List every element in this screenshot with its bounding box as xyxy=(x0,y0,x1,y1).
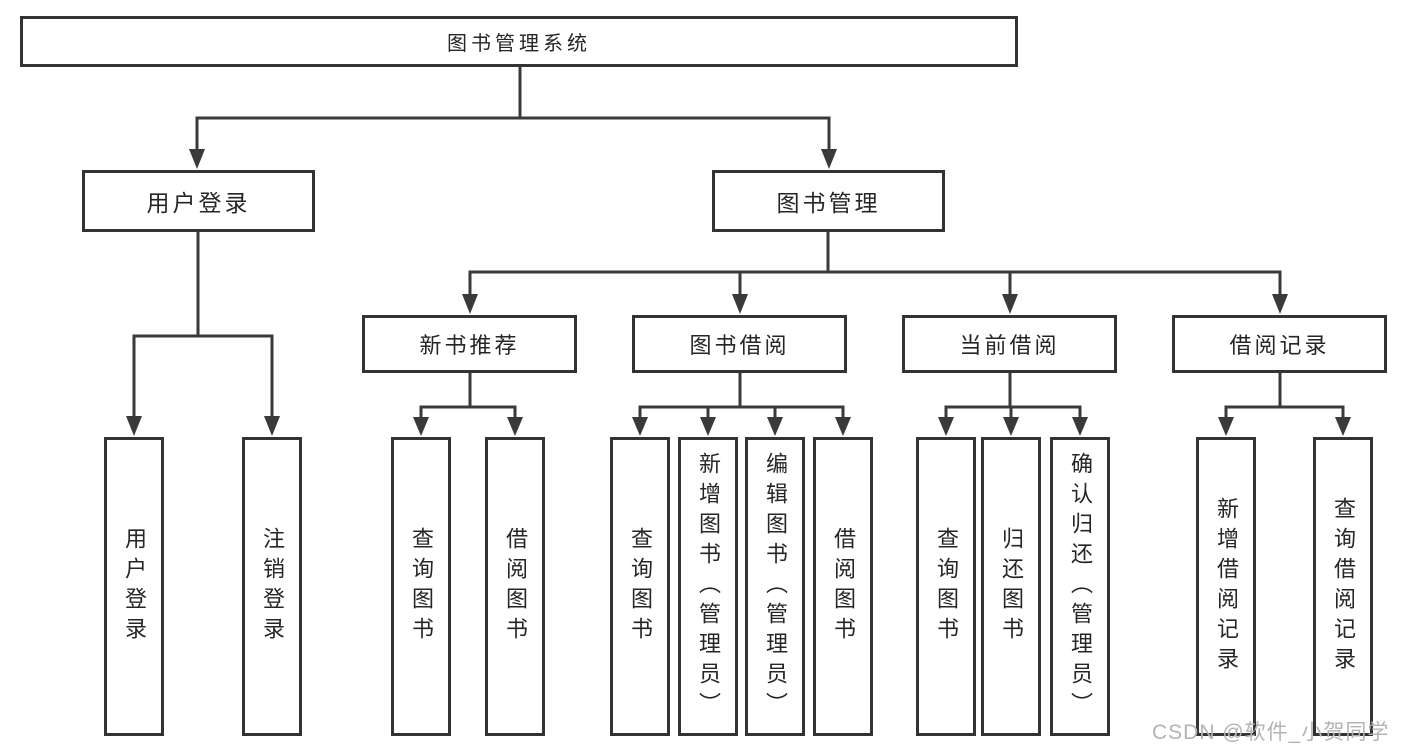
node-label: 图书管理 xyxy=(776,190,881,216)
leaf-user-login: 用户登录 xyxy=(104,437,164,736)
csdn-watermark: CSDN @软件_小贺同学 xyxy=(1152,721,1390,744)
leaf-bb-edit-book-admin: 编辑图书（管理员） xyxy=(745,437,805,736)
node-label: 图书借阅 xyxy=(689,333,790,358)
leaf-br-query-record: 查询借阅记录 xyxy=(1313,437,1373,736)
node-book-management: 图书管理 xyxy=(712,170,945,232)
node-label: 借阅图书 xyxy=(831,526,856,647)
node-label: 新增图书（管理员） xyxy=(696,451,721,722)
node-library-management-system: 图书管理系统 xyxy=(20,16,1018,67)
leaf-cb-confirm-return-admin: 确认归还（管理员） xyxy=(1050,437,1110,736)
node-current-borrow: 当前借阅 xyxy=(902,315,1117,373)
node-label: 借阅记录 xyxy=(1229,333,1330,358)
node-label: 编辑图书（管理员） xyxy=(763,451,788,722)
node-new-book-recommend: 新书推荐 xyxy=(362,315,577,373)
node-label: 借阅图书 xyxy=(503,526,528,647)
leaf-bb-query-books: 查询图书 xyxy=(610,437,670,736)
leaf-bb-add-book-admin: 新增图书（管理员） xyxy=(678,437,738,736)
node-user-login: 用户登录 xyxy=(82,170,315,232)
leaf-nb-query-books: 查询图书 xyxy=(391,437,451,736)
leaf-logout-login: 注销登录 xyxy=(242,437,302,736)
node-label: 查询借阅记录 xyxy=(1331,496,1356,677)
node-label: 新增借阅记录 xyxy=(1214,496,1239,677)
node-label: 用户登录 xyxy=(122,526,147,647)
leaf-bb-borrow-books: 借阅图书 xyxy=(813,437,873,736)
node-label: 新书推荐 xyxy=(419,333,520,358)
node-label: 当前借阅 xyxy=(959,333,1060,358)
leaf-br-add-record: 新增借阅记录 xyxy=(1196,437,1256,736)
node-label: 查询图书 xyxy=(409,526,434,647)
node-label: 归还图书 xyxy=(999,526,1024,647)
node-label: 用户登录 xyxy=(146,190,251,216)
leaf-cb-return-books: 归还图书 xyxy=(981,437,1041,736)
node-label: 确认归还（管理员） xyxy=(1068,451,1093,722)
leaf-nb-borrow-books: 借阅图书 xyxy=(485,437,545,736)
node-borrow-records: 借阅记录 xyxy=(1172,315,1387,373)
node-label: 查询图书 xyxy=(934,526,959,647)
node-label: 查询图书 xyxy=(628,526,653,647)
leaf-cb-query-books: 查询图书 xyxy=(916,437,976,736)
node-label: 注销登录 xyxy=(260,526,285,647)
node-book-borrow: 图书借阅 xyxy=(632,315,847,373)
node-label: 图书管理系统 xyxy=(447,33,591,55)
